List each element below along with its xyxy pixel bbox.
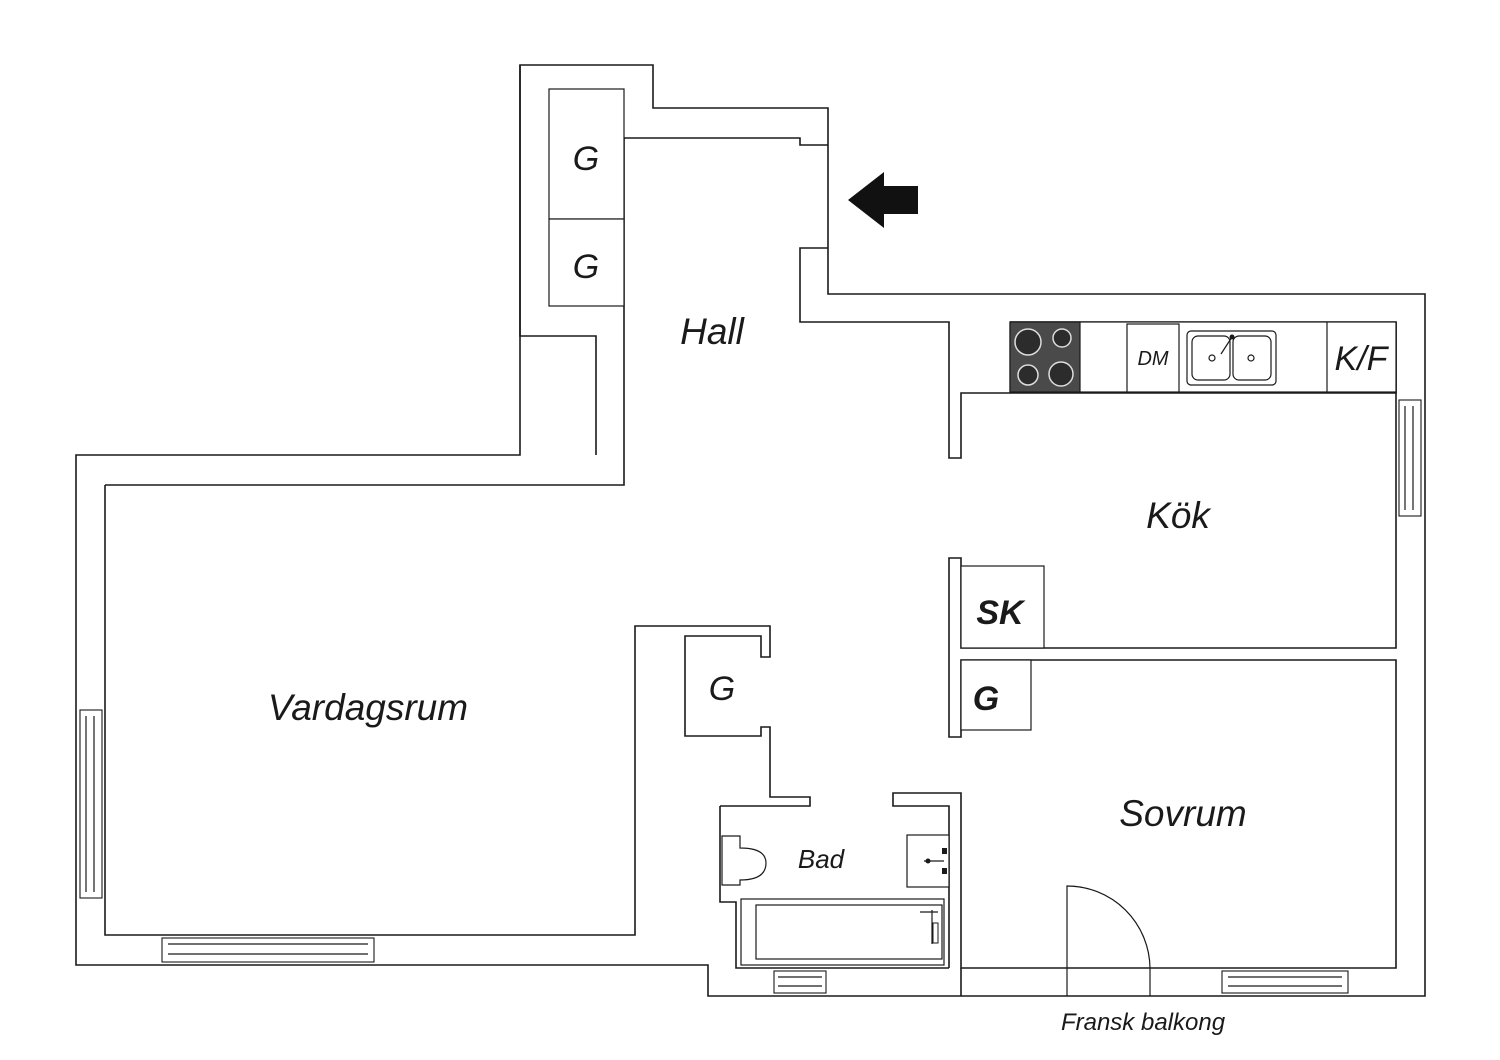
kitchen-cabinet [960,565,1045,649]
kitchen-counter [1009,321,1397,393]
room-label-vardagsrum: Vardagsrum [268,687,468,728]
hall-closets [548,88,625,307]
hall-closet-label-2: G [573,248,599,286]
fridge-freezer-label: K/F [1335,340,1390,378]
balcony-label: Fransk balkong [1061,1009,1226,1036]
room-label-bad: Bad [798,844,846,874]
room-label-kok: Kök [1146,495,1212,536]
kitchen-sink-icon [1186,330,1277,386]
door-swing-icon [1066,885,1151,996]
room-label-sovrum: Sovrum [1119,793,1246,834]
toilet-icon [721,835,767,886]
bathtub-icon [740,898,945,966]
center-closet-label: G [709,670,735,708]
bathroom-walls [719,806,962,996]
bedroom-closet [960,659,1032,731]
outer-walls [75,64,1426,997]
dishwasher-label: DM [1137,348,1168,370]
hall-walls [519,65,1397,969]
bedroom-closet-label: G [973,680,999,718]
entrance-arrow-icon [848,172,918,228]
stove-icon [1009,321,1081,393]
windows [79,399,1422,994]
washbasin-icon [906,834,950,888]
room-label-hall: Hall [680,311,746,352]
kitchen-cabinet-label: SK [976,594,1026,632]
hall-closet-label-1: G [573,140,599,178]
